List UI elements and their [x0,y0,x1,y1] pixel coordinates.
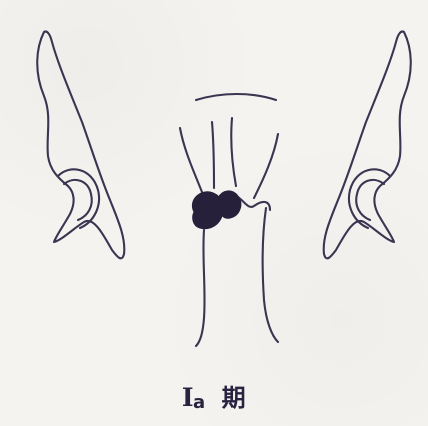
left-pelvic-bone [37,31,124,258]
left-pelvic-outline [37,31,124,258]
top-fold-line [196,94,276,100]
uterine-right-wall [254,134,278,198]
vaginal-left-wall [196,230,205,346]
stage-caption: Ia期 [0,383,428,418]
caption-stage-subscript: a [193,392,206,413]
right-pelvic-outline [324,31,411,258]
uterine-left-wall [180,128,202,192]
uterine-inner-right [231,118,236,186]
uterine-inner-left [212,122,214,188]
lesion [192,191,240,229]
caption-stage-char: 期 [222,384,247,412]
vaginal-right-wall [263,208,278,342]
lesion-small [218,191,241,218]
right-pelvic-bone [324,31,411,258]
